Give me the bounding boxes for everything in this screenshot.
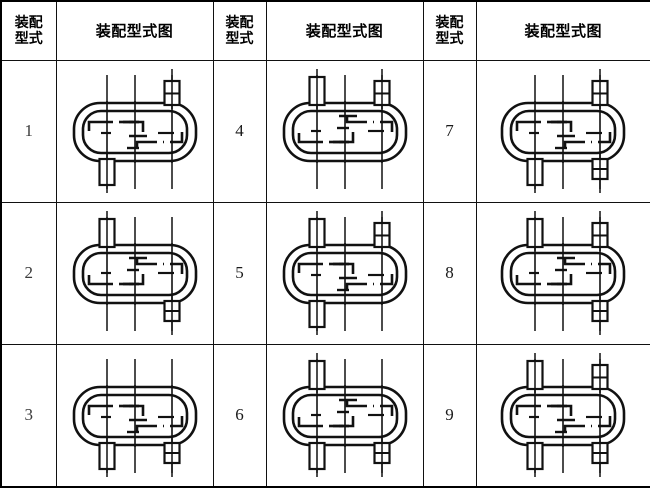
- header-assembly-figure-2: 装配型式图: [265, 0, 424, 61]
- assembly-type-number: 7: [422, 60, 477, 203]
- header-line-1: 装配: [225, 14, 254, 31]
- gearbox-diagram-9: [477, 345, 650, 486]
- assembly-figure-cell: [475, 343, 650, 488]
- gearbox-diagram-8: [477, 203, 650, 344]
- header-assembly-type-2: 装配 型式: [212, 0, 267, 61]
- assembly-figure-cell: [55, 201, 214, 345]
- assembly-type-number: 2: [0, 201, 57, 345]
- table-row: 1 4 7: [0, 60, 650, 203]
- header-line-1: 装配: [14, 14, 43, 31]
- assembly-type-number: 5: [212, 201, 267, 345]
- gearbox-diagram-6: [267, 345, 423, 486]
- assembly-figure-cell: [475, 60, 650, 203]
- assembly-type-number: 1: [0, 60, 57, 203]
- gearbox-diagram-3: [57, 345, 213, 486]
- gearbox-diagram-5: [267, 203, 423, 344]
- table-row: 3 6 9: [0, 343, 650, 488]
- header-assembly-type-3: 装配 型式: [422, 0, 477, 61]
- assembly-figure-cell: [265, 343, 424, 488]
- gearbox-diagram-7: [477, 61, 650, 202]
- table-row: 2 5 8: [0, 201, 650, 345]
- header-line-2: 型式: [14, 31, 43, 47]
- assembly-figure-cell: [265, 201, 424, 345]
- table-body: 1 4 7 2 5: [0, 60, 650, 488]
- gearbox-diagram-2: [57, 203, 213, 344]
- assembly-type-number: 4: [212, 60, 267, 203]
- assembly-type-number: 6: [212, 343, 267, 488]
- assembly-figure-cell: [55, 343, 214, 488]
- gearbox-diagram-1: [57, 61, 213, 202]
- header-assembly-type-1: 装配 型式: [0, 0, 57, 61]
- header-line-2: 型式: [225, 31, 254, 47]
- assembly-type-number: 9: [422, 343, 477, 488]
- table-header-row: 装配 型式 装配型式图 装配 型式 装配型式图 装配 型式 装配型式图: [0, 0, 650, 61]
- assembly-type-number: 8: [422, 201, 477, 345]
- header-assembly-figure-1: 装配型式图: [55, 0, 214, 61]
- gearbox-diagram-4: [267, 61, 423, 202]
- assembly-figure-cell: [265, 60, 424, 203]
- assembly-type-number: 3: [0, 343, 57, 488]
- assembly-figure-cell: [55, 60, 214, 203]
- header-assembly-figure-3: 装配型式图: [475, 0, 650, 61]
- header-line-2: 型式: [435, 31, 464, 47]
- assembly-figure-cell: [475, 201, 650, 345]
- header-line-1: 装配: [435, 14, 464, 31]
